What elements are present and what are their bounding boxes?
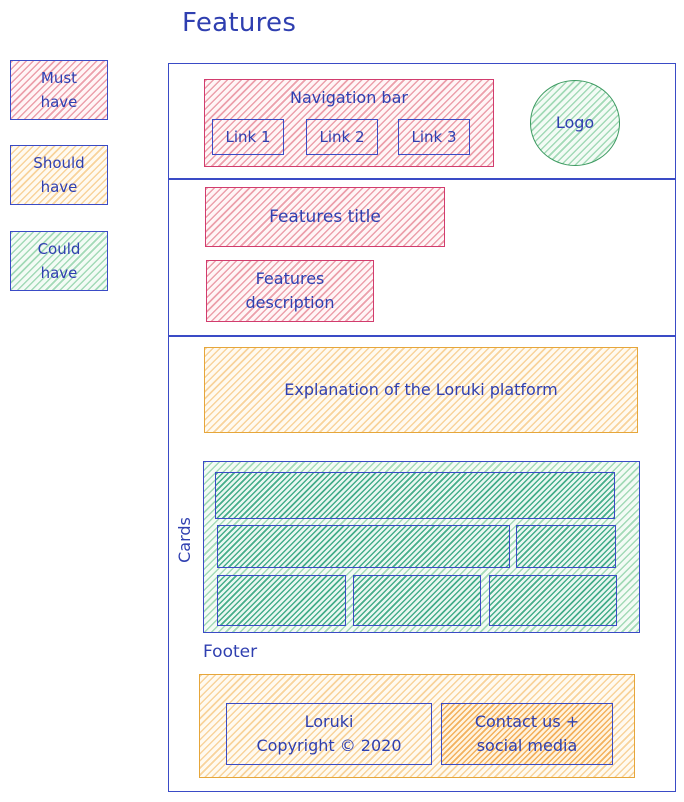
legend-should-line2: have <box>40 178 78 196</box>
footer-label: Footer <box>203 642 258 662</box>
footer-brand-box: Loruki Copyright © 2020 <box>226 703 432 765</box>
features-description-line2: description <box>245 293 335 312</box>
wireframe-frame <box>168 63 676 792</box>
card-bottom-3[interactable] <box>489 575 617 626</box>
footer-contact-line1: Contact us + <box>474 712 580 731</box>
legend-should-line1: Should <box>33 154 85 172</box>
navigation-bar-label: Navigation bar <box>290 88 408 107</box>
logo-circle[interactable]: Logo <box>530 80 620 166</box>
page-title: Features <box>182 8 297 38</box>
card-bottom-1[interactable] <box>217 575 346 626</box>
footer-contact-box[interactable]: Contact us + social media <box>441 703 613 765</box>
legend-should-have: Should have <box>10 145 108 205</box>
card-bottom-2[interactable] <box>353 575 481 626</box>
legend-must-line1: Must <box>40 69 78 87</box>
nav-link-1[interactable]: Link 1 <box>212 119 284 155</box>
nav-link-3[interactable]: Link 3 <box>398 119 470 155</box>
card-small[interactable] <box>516 525 616 568</box>
card-wide[interactable] <box>215 472 615 519</box>
section-divider-top <box>168 178 676 180</box>
footer-brand-name: Loruki <box>304 712 354 731</box>
features-description-line1: Features <box>255 269 325 288</box>
nav-link-2[interactable]: Link 2 <box>306 119 378 155</box>
cards-label: Cards <box>175 517 194 563</box>
section-divider-middle <box>168 335 676 337</box>
legend-could-line1: Could <box>37 240 81 258</box>
legend-must-line2: have <box>40 93 78 111</box>
footer-contact-line2: social media <box>476 736 578 755</box>
explanation-box: Explanation of the Loruki platform <box>204 347 638 433</box>
legend-could-have: Could have <box>10 231 108 291</box>
features-description-box: Features description <box>206 260 374 322</box>
card-large[interactable] <box>217 525 510 568</box>
legend-could-line2: have <box>40 264 78 282</box>
footer-copyright: Copyright © 2020 <box>256 736 402 755</box>
legend-must-have: Must have <box>10 60 108 120</box>
features-title-box: Features title <box>205 187 445 247</box>
